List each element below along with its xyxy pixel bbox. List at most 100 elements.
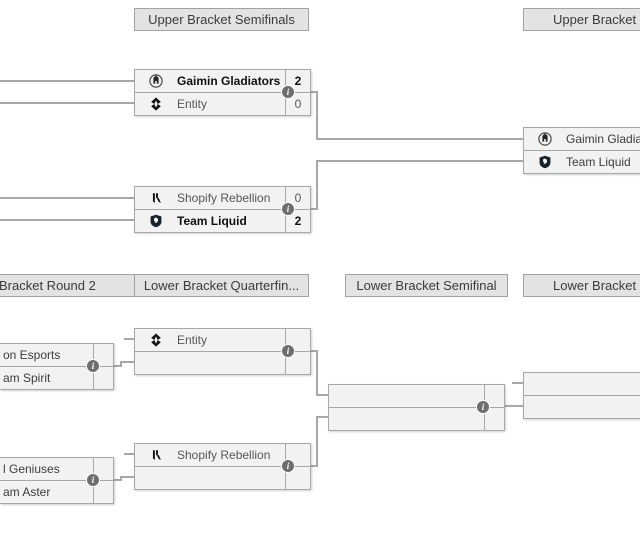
connector [316,416,318,467]
header-label: Lower Bracket [553,278,637,293]
connector-drop-stub [124,338,134,340]
connector [316,350,318,396]
match-lb-round2-b: l Geniuses am Aster i [0,457,114,504]
connector [316,138,523,140]
connector [309,465,318,467]
connector [309,350,318,352]
connector [309,208,318,210]
gaimin-gladiators-logo [135,74,177,88]
header-label: Upper Bracket [553,12,637,27]
team-name[interactable]: am Spirit [3,371,51,385]
team-row[interactable] [329,385,504,407]
shopify-rebellion-logo [135,448,177,462]
team-score [285,444,310,466]
team-score [93,367,113,389]
team-row[interactable]: Gaimin Gladiators [524,128,640,150]
team-liquid-logo [524,155,566,169]
team-row[interactable]: l Geniuses [0,458,113,480]
info-circle-icon[interactable]: i [281,459,295,473]
team-row[interactable]: Entity 0 [135,92,310,115]
team-name[interactable]: Shopify Rebellion [177,191,271,205]
team-score [93,344,113,366]
connector [120,361,134,363]
header-label: Lower Bracket Quarterfin... [143,278,300,293]
header-lower-bracket-semifinal: Lower Bracket Semifinal [345,274,508,297]
team-row[interactable]: am Aster [0,480,113,503]
entity-logo [135,333,177,347]
team-row[interactable]: Gaimin Gladiators 2 [135,70,310,92]
team-name[interactable]: on Esports [3,348,61,362]
team-score: 0 [285,187,310,209]
match-ub-final: Gaimin Gladiators Team Liquid [523,127,640,174]
connector [120,361,122,367]
entity-logo [135,97,177,111]
team-row[interactable]: Team Liquid 2 [135,209,310,232]
info-circle-icon[interactable]: i [86,359,100,373]
team-score [484,385,504,407]
team-row[interactable] [524,395,640,418]
header-lower-bracket-round-2: Bracket Round 2 [0,274,173,297]
connector [112,479,122,481]
team-name[interactable]: Team Liquid [177,214,247,228]
team-liquid-logo [135,214,177,228]
connector [316,91,318,139]
team-name[interactable]: Gaimin Gladiators [566,132,640,146]
header-upper-bracket-semifinals: Upper Bracket Semifinals [134,8,309,31]
connector [0,219,134,221]
match-lb-final [523,372,640,419]
team-row[interactable] [135,466,310,489]
team-row[interactable] [524,373,640,395]
team-name[interactable]: Team Liquid [566,155,631,169]
team-score: 2 [285,210,310,232]
info-circle-icon[interactable]: i [86,473,100,487]
team-row[interactable]: Shopify Rebellion [135,444,310,466]
team-row[interactable] [329,407,504,430]
match-lb-round2-a: on Esports am Spirit i [0,343,114,390]
connector [316,394,328,396]
team-score: 0 [285,93,310,115]
team-name[interactable]: l Geniuses [3,462,60,476]
match-lb-semifinal: i [328,384,505,431]
gaimin-gladiators-logo [524,132,566,146]
team-score [484,408,504,430]
team-name[interactable]: Shopify Rebellion [177,448,271,462]
info-circle-icon[interactable]: i [281,344,295,358]
team-name[interactable]: Entity [177,97,208,111]
info-circle-icon[interactable]: i [281,85,295,99]
info-circle-icon[interactable]: i [281,202,295,216]
connector [309,91,318,93]
team-name[interactable]: Gaimin Gladiators [177,74,281,88]
team-score [285,352,310,374]
connector [316,416,328,418]
connector [503,405,523,407]
connector [316,160,523,162]
connector [120,476,134,478]
team-score [93,458,113,480]
connector [0,197,134,199]
team-row[interactable]: Entity [135,329,310,351]
header-label: Upper Bracket Semifinals [148,12,295,27]
team-row[interactable]: on Esports [0,344,113,366]
connector-drop-stub [124,453,134,455]
team-row[interactable]: Team Liquid [524,150,640,173]
match-lb-quarterfinal-2: Shopify Rebellion i [134,443,311,490]
match-ub-semifinal-2: Shopify Rebellion 0 Team Liquid 2 i [134,186,311,233]
team-score [285,329,310,351]
connector [0,80,134,82]
team-row[interactable]: am Spirit [0,366,113,389]
team-name[interactable]: Entity [177,333,208,347]
match-lb-quarterfinal-1: Entity i [134,328,311,375]
header-upper-bracket-final: Upper Bracket [523,8,640,31]
shopify-rebellion-logo [135,191,177,205]
connector-drop-stub [512,382,523,384]
info-circle-icon[interactable]: i [476,400,490,414]
header-lower-bracket-quarterfinals: Lower Bracket Quarterfin... [134,274,309,297]
connector [120,476,122,481]
connector [0,102,134,104]
header-lower-bracket-final: Lower Bracket [523,274,640,297]
team-row[interactable] [135,351,310,374]
team-row[interactable]: Shopify Rebellion 0 [135,187,310,209]
team-name[interactable]: am Aster [3,485,51,499]
header-label: Bracket Round 2 [0,278,96,293]
